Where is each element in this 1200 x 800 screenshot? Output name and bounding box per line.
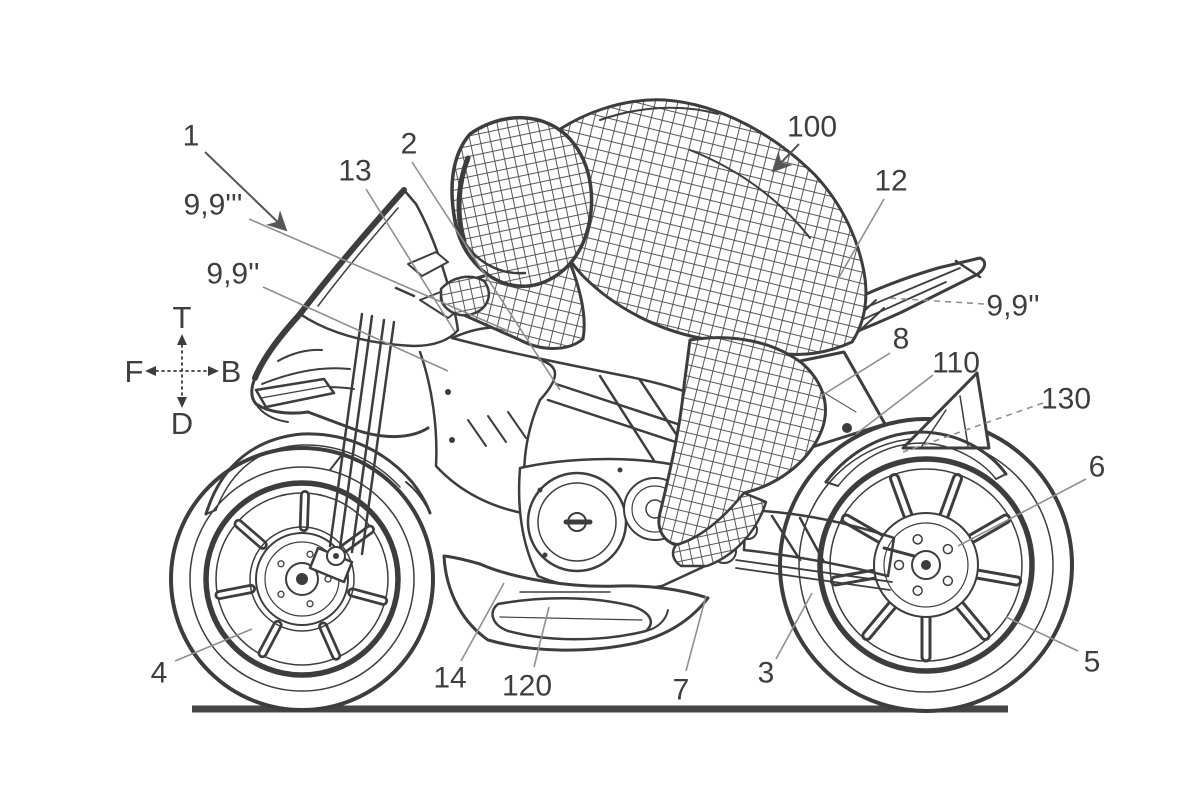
leader-line-3 <box>775 592 813 660</box>
ref-number-2: 2 <box>401 128 418 161</box>
leader-line-110 <box>855 374 934 435</box>
leader-line-120 <box>533 606 550 668</box>
ref-label-9a: 9,9''' <box>184 189 514 334</box>
belly-pan <box>442 554 710 652</box>
ref-number-6: 6 <box>1089 451 1106 484</box>
ref-label-12: 12 <box>837 165 908 280</box>
ref-number-5: 5 <box>1084 646 1101 679</box>
rider-glove <box>439 275 491 317</box>
leader-line-14 <box>460 582 505 662</box>
ref-label-1: 1 <box>183 120 288 232</box>
leader-line-8 <box>820 352 891 397</box>
ref-label-9b: 9,9'' <box>206 258 449 372</box>
leader-line-12 <box>837 198 885 280</box>
ref-label-8: 8 <box>820 323 910 397</box>
leader-line-13 <box>365 188 456 333</box>
rear-hugger-fender <box>824 430 1008 487</box>
reference-labels: 1 9,9''' 9,9'' 13 2 100 12 9,9'' 8 110 130 6 5 4 14 120… <box>151 111 1106 707</box>
ref-number-8: 8 <box>893 323 910 356</box>
leader-line-100 <box>771 143 800 173</box>
ref-label-6: 6 <box>957 451 1106 547</box>
compass-letter-right: B <box>221 354 242 389</box>
compass-letter-top: T <box>173 300 192 335</box>
ref-label-7: 7 <box>673 595 707 707</box>
ref-number-1: 1 <box>183 120 200 153</box>
front-winglet <box>254 377 336 409</box>
rear-hub-bolts <box>893 534 954 596</box>
ref-label-2: 2 <box>401 128 561 391</box>
ref-number-9b: 9,9'' <box>206 258 259 291</box>
leader-line-9a <box>248 218 514 334</box>
ref-label-110: 110 <box>855 347 980 435</box>
helmet-visor <box>456 155 471 244</box>
leader-line-1 <box>204 151 288 232</box>
ref-label-130: 130 <box>902 383 1091 453</box>
ref-label-9c: 9,9'' <box>887 290 1040 323</box>
ref-number-4: 4 <box>151 657 168 690</box>
compass-letter-left: F <box>125 354 144 389</box>
ref-number-13: 13 <box>338 155 371 188</box>
orientation-compass: T D F B <box>125 300 242 441</box>
leader-line-5 <box>1005 616 1079 652</box>
ref-label-4: 4 <box>151 628 253 690</box>
leader-line-7 <box>685 595 707 672</box>
leader-line-9b <box>262 286 449 372</box>
leader-line-130 <box>902 402 1044 453</box>
ref-number-9c: 9,9'' <box>986 290 1039 323</box>
ref-label-13: 13 <box>338 155 456 333</box>
leader-line-6 <box>957 478 1087 547</box>
rider-helmet <box>450 115 594 288</box>
ref-number-100: 100 <box>787 111 837 144</box>
nose-fairing <box>250 187 460 439</box>
ref-label-5: 5 <box>1005 616 1101 679</box>
ref-number-7: 7 <box>673 674 690 707</box>
leader-line-4 <box>174 628 253 662</box>
ref-number-9a: 9,9''' <box>184 189 243 222</box>
ref-number-110: 110 <box>932 347 980 380</box>
ref-label-3: 3 <box>758 592 813 690</box>
rear-wheel <box>778 417 1074 713</box>
ref-number-3: 3 <box>758 657 775 690</box>
ref-label-14: 14 <box>433 582 505 695</box>
leader-line-2 <box>411 161 561 391</box>
ref-label-120: 120 <box>502 606 552 703</box>
brake-disc-bolts <box>277 550 332 608</box>
ref-number-12: 12 <box>874 165 907 198</box>
rider-boot <box>671 491 768 568</box>
compass-letter-bottom: D <box>171 406 193 441</box>
front-fender <box>204 432 432 516</box>
ref-number-14: 14 <box>433 662 466 695</box>
ref-number-120: 120 <box>502 670 552 703</box>
leader-line-9c <box>887 297 985 305</box>
ref-label-100: 100 <box>771 111 837 173</box>
front-fork <box>308 312 396 584</box>
front-wheel <box>169 446 435 712</box>
ref-number-130: 130 <box>1041 383 1091 416</box>
